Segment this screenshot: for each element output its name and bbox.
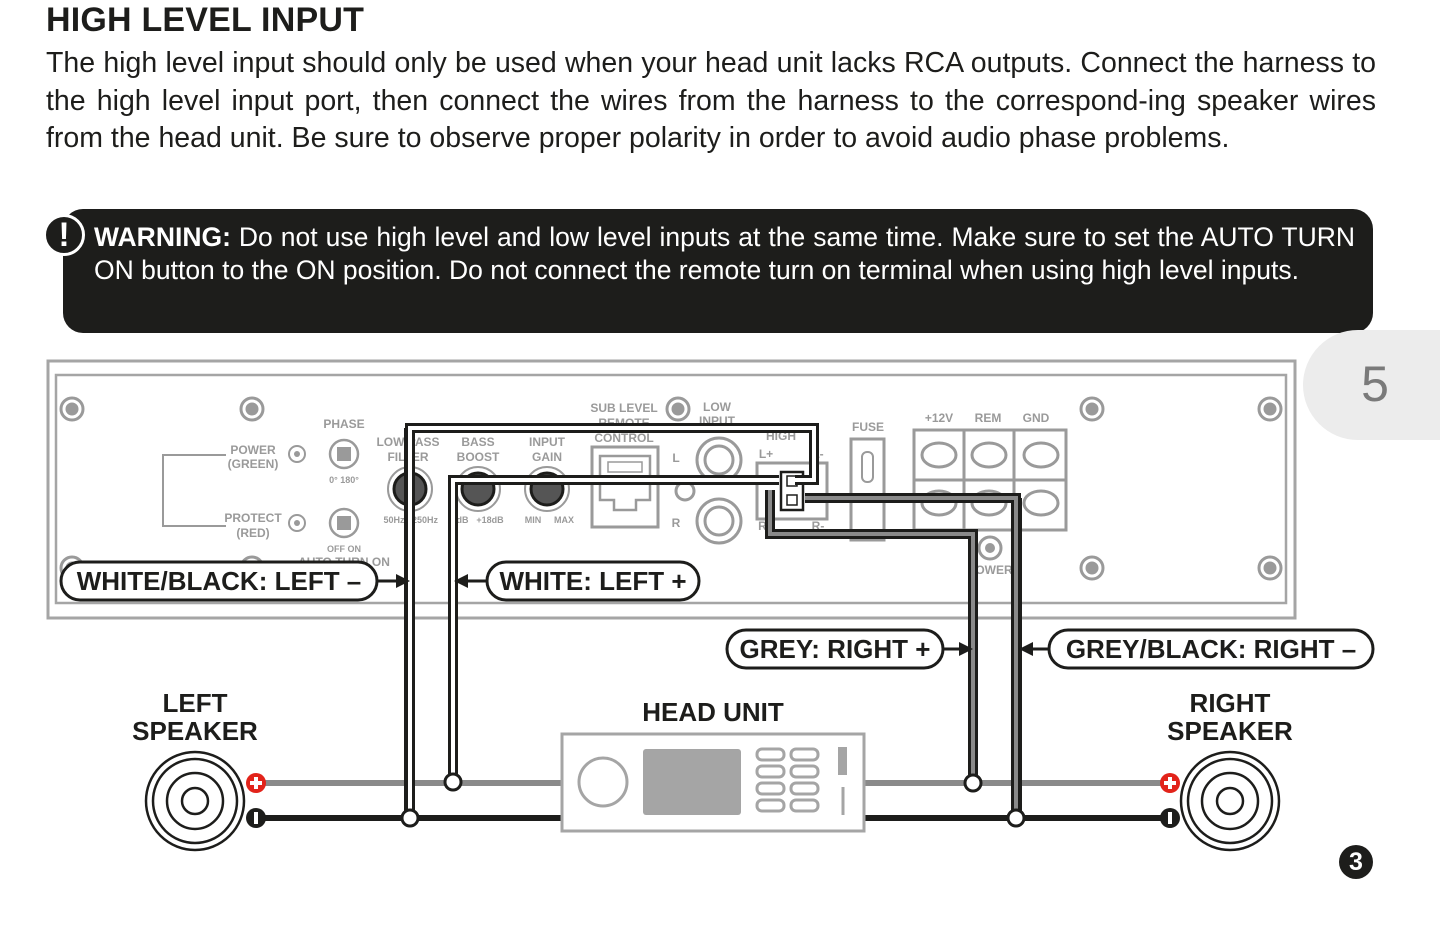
low-pass-min: 50Hz [383,515,405,525]
warning-text: Do not use high level and low level inpu… [94,222,1355,285]
low-pass-max: 250Hz [412,515,439,525]
left-speaker-label: LEFT [163,688,228,718]
left-speaker-sublabel: SPEAKER [132,716,258,746]
head-unit-icon [560,732,866,833]
label-grey-black-text: GREY/BLACK: RIGHT – [1066,634,1356,664]
right-speaker-sublabel: SPEAKER [1167,716,1293,746]
bass-boost-knob[interactable] [455,466,501,512]
low-input-label: LOW [703,400,732,414]
gain-min: MIN [525,515,542,525]
input-gain-label: INPUT [529,435,566,449]
wire-grey-black [805,493,1022,817]
wire-white-black [404,423,819,817]
right-speaker-positive-terminal [1160,773,1180,793]
input-gain-sublabel: GAIN [532,450,562,464]
wire-white [448,475,779,782]
bass-boost-sublabel: BOOST [457,450,500,464]
l-plus-label: L+ [759,447,773,461]
label-white-black-text: WHITE/BLACK: LEFT – [77,566,362,596]
rem-label: REM [975,411,1002,425]
power-led-label: POWER [230,443,276,457]
sub-level-label: SUB LEVEL [590,401,657,415]
fuse-label: FUSE [852,420,884,434]
auto-on-scale: OFF ON [327,544,361,554]
label-grey: GREY: RIGHT + [725,628,973,670]
warning-box: WARNING: Do not use high level and low l… [63,209,1373,333]
label-grey-black: GREY/BLACK: RIGHT – [1019,628,1375,670]
power-terminal-label: POWER [967,563,1013,577]
label-grey-text: GREY: RIGHT + [740,634,931,664]
remote-control-port[interactable] [590,445,660,529]
sub-level-control: CONTROL [594,431,653,445]
wire-junctions [400,772,1026,828]
step-number-badge: 3 [1339,845,1373,879]
bass-boost-min: 0dB [451,515,469,525]
page-title: HIGH LEVEL INPUT [46,1,365,39]
bass-boost-label: BASS [461,435,494,449]
plus12v-label: +12V [925,411,953,425]
right-speaker-label: RIGHT [1190,688,1271,718]
left-speaker-positive-terminal [246,773,266,793]
label-white-black: WHITE/BLACK: LEFT – [59,560,410,602]
rca-l-label: L [672,451,679,465]
gnd-label: GND [1023,411,1050,425]
right-speaker-icon [1179,750,1281,852]
intro-paragraph: The high level input should only be used… [46,47,1376,154]
rca-right-jack[interactable] [695,497,743,545]
page-number: 5 [1361,356,1389,412]
bass-boost-max: +18dB [476,515,504,525]
phase-scale: 0° 180° [329,475,359,485]
exclamation-icon: ! [43,214,85,256]
label-white: WHITE: LEFT + [454,560,701,602]
protect-led-sublabel: (RED) [236,526,269,540]
warning-label: WARNING: [94,222,231,252]
head-unit-label: HEAD UNIT [642,697,784,727]
power-led-sublabel: (GREEN) [228,457,279,471]
power-terminal-block[interactable] [912,428,1068,532]
page-tab [1303,330,1440,440]
rca-r-label: R [672,516,681,530]
label-white-text: WHITE: LEFT + [499,566,686,596]
input-gain-knob[interactable] [524,466,570,512]
phase-switch[interactable] [328,438,360,470]
left-speaker-icon [144,750,246,852]
left-speaker-negative-terminal [246,808,266,828]
fuse-holder[interactable] [849,437,886,542]
gain-max: MAX [554,515,574,525]
protect-led-label: PROTECT [224,511,282,525]
phase-label: PHASE [323,417,364,431]
wire-grey [765,490,978,782]
right-speaker-negative-terminal [1160,808,1180,828]
auto-turn-on-switch[interactable] [328,507,360,539]
